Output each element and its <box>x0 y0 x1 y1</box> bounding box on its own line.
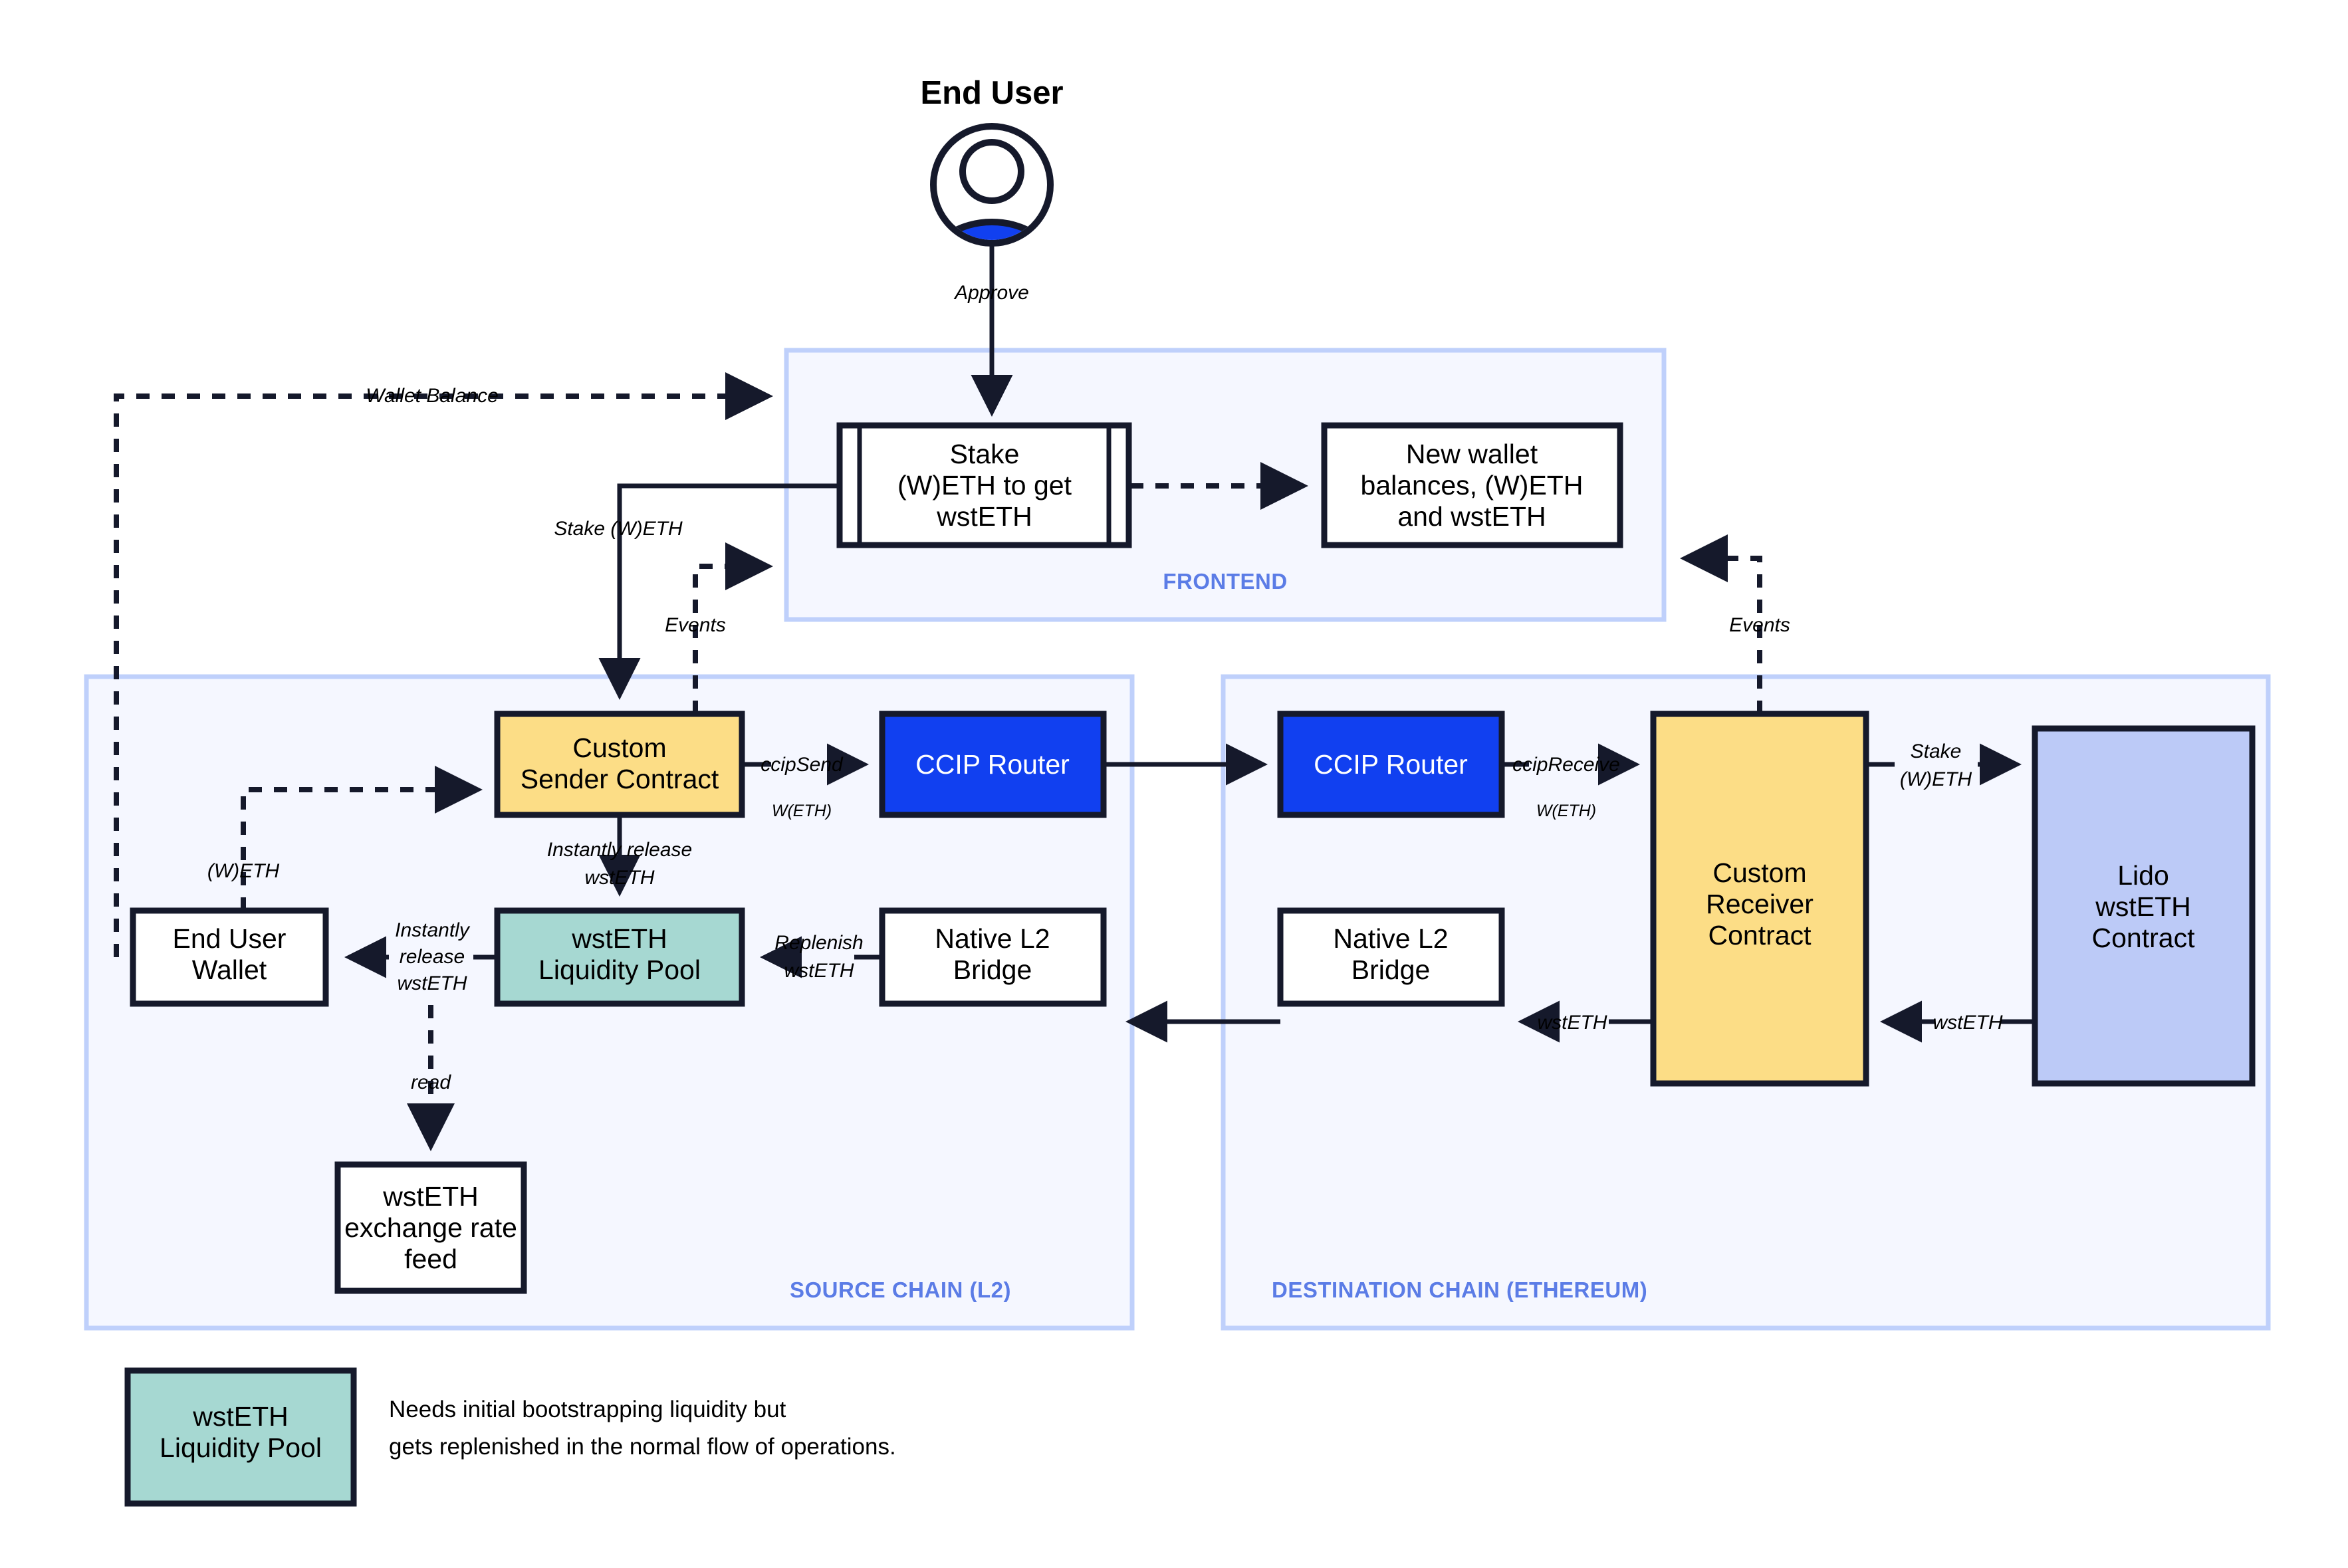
node-label: Stake <box>950 439 1020 469</box>
node-label: Wallet <box>192 954 267 985</box>
node-label: Custom <box>1712 857 1806 888</box>
node-stake-form[interactable]: Stake (W)ETH to get wstETH <box>836 422 1132 548</box>
node-label: wstETH <box>936 501 1032 532</box>
edge-label-events-source: Events <box>665 614 726 636</box>
node-label: and wstETH <box>1397 501 1546 532</box>
edge-label-wsteth-bridge: wstETH <box>1538 1012 1607 1034</box>
node-label: Contract <box>1708 920 1812 951</box>
node-label: Liquidity Pool <box>538 954 701 985</box>
legend-swatch-label: Liquidity Pool <box>160 1432 322 1463</box>
edge-stake-weth <box>598 483 840 700</box>
edge-sublabel-ccip-receive: W(ETH) <box>1536 802 1596 820</box>
node-native-bridge-source[interactable]: Native L2 Bridge <box>879 907 1107 1007</box>
node-ccip-router-source[interactable]: CCIP Router <box>879 711 1107 818</box>
node-label: CCIP Router <box>1314 749 1468 780</box>
edge-label-instant-release-2: wstETH <box>585 867 655 889</box>
node-label: CCIP Router <box>915 749 1070 780</box>
node-label: Contract <box>2092 923 2196 953</box>
edge-label-weth: (W)ETH <box>207 860 280 882</box>
zone-label-source: SOURCE CHAIN (L2) <box>790 1278 1011 1302</box>
edge-label-stake-weth: Stake (W)ETH <box>554 518 683 540</box>
edge-label-instant-release-1: Instantly release <box>547 839 692 861</box>
node-label: Custom <box>572 732 666 763</box>
node-label: (W)ETH to get <box>897 470 1072 501</box>
node-label: balances, (W)ETH <box>1361 470 1584 501</box>
page-title: End User <box>920 75 1063 111</box>
node-label: wstETH <box>571 923 667 954</box>
node-label: End User <box>173 923 287 954</box>
node-ccip-router-destination[interactable]: CCIP Router <box>1277 711 1505 818</box>
node-label: Receiver <box>1706 889 1814 919</box>
edge-label-stake-weth-lido-2: (W)ETH <box>1900 768 1972 790</box>
node-label: Bridge <box>1351 954 1431 985</box>
node-label: exchange rate <box>344 1212 517 1243</box>
node-label: wstETH <box>382 1181 479 1212</box>
node-label: New wallet <box>1406 439 1538 469</box>
edge-label-wsteth-lido: wstETH <box>1933 1012 2003 1034</box>
edge-label-events-destination: Events <box>1729 614 1790 636</box>
legend-note-line: Needs initial bootstrapping liquidity bu… <box>389 1397 786 1422</box>
node-label: feed <box>404 1244 457 1274</box>
node-lido-contract[interactable]: Lido wstETH Contract <box>2032 725 2256 1087</box>
node-label: wstETH <box>2095 891 2191 922</box>
legend-swatch: wstETH Liquidity Pool <box>124 1367 357 1507</box>
node-end-user-wallet[interactable]: End User Wallet <box>130 907 329 1007</box>
node-label: Native L2 <box>1333 923 1448 954</box>
edge-label-ccip-send: ccipSend <box>761 754 844 776</box>
edge-events-destination <box>1680 534 1762 714</box>
edge-label-stake-weth-lido-1: Stake <box>1911 740 1962 762</box>
edge-label-instant-release2-2: release <box>400 946 465 968</box>
node-rate-feed[interactable]: wstETH exchange rate feed <box>334 1161 527 1294</box>
user-avatar-icon <box>930 123 1054 247</box>
legend-note-line: gets replenished in the normal flow of o… <box>389 1434 896 1460</box>
node-sender-contract[interactable]: Custom Sender Contract <box>494 711 745 818</box>
edge-label-instant-release2-3: wstETH <box>398 972 467 994</box>
node-label: Lido <box>2117 860 2169 891</box>
edge-label-replenish-2: wstETH <box>784 960 854 982</box>
node-label: Sender Contract <box>521 764 719 794</box>
edge-label-ccip-receive: ccipReceive <box>1512 754 1620 776</box>
zone-label-frontend: FRONTEND <box>1163 569 1287 594</box>
legend-swatch-label: wstETH <box>192 1401 289 1432</box>
edge-label-approve: Approve <box>953 282 1029 304</box>
node-liquidity-pool[interactable]: wstETH Liquidity Pool <box>494 907 745 1007</box>
node-native-bridge-destination[interactable]: Native L2 Bridge <box>1277 907 1505 1007</box>
zone-label-destination: DESTINATION CHAIN (ETHEREUM) <box>1272 1278 1647 1302</box>
edge-label-instant-release2-1: Instantly <box>395 919 471 941</box>
node-label: Bridge <box>953 954 1032 985</box>
edge-label-wallet-balance: Wallet Balance <box>366 385 499 407</box>
edge-label-read: read <box>411 1071 451 1093</box>
edge-sublabel-ccip-send: W(ETH) <box>772 802 832 820</box>
edge-wallet-balance <box>114 372 773 957</box>
node-receiver-contract[interactable]: Custom Receiver Contract <box>1650 711 1869 1087</box>
node-label: Native L2 <box>935 923 1050 954</box>
edge-label-replenish-1: Replenish <box>774 932 863 954</box>
node-new-balances[interactable]: New wallet balances, (W)ETH and wstETH <box>1321 422 1623 548</box>
